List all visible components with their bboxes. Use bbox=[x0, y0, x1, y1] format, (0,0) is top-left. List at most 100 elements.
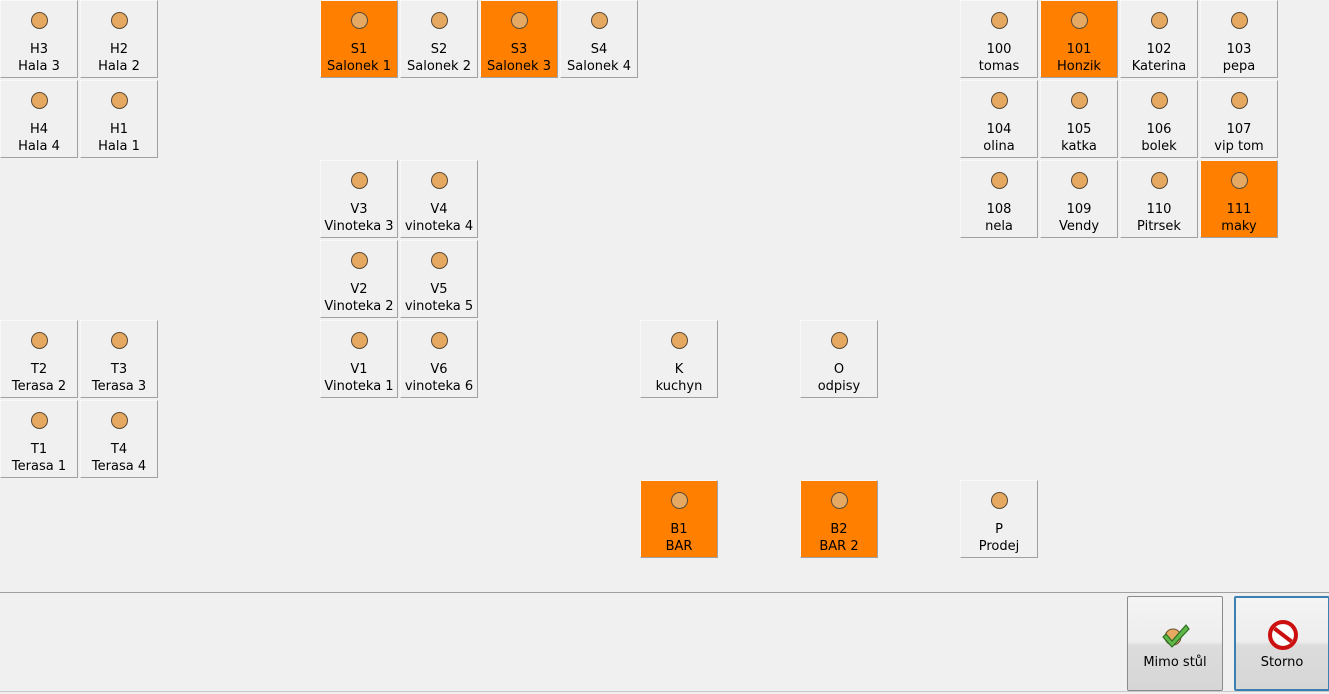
table-name: Salonek 3 bbox=[487, 59, 551, 74]
table-code: H4 bbox=[29, 122, 49, 137]
table-name: nela bbox=[985, 219, 1013, 234]
table-name: vinoteka 6 bbox=[404, 379, 474, 394]
table-name: vinoteka 5 bbox=[404, 299, 474, 314]
table-s3[interactable]: S3 Salonek 3 bbox=[480, 0, 558, 78]
table-code: 103 bbox=[1226, 42, 1252, 57]
table-108[interactable]: 108 nela bbox=[960, 160, 1038, 238]
table-name: olina bbox=[983, 139, 1015, 154]
status-dot-icon bbox=[1151, 92, 1168, 109]
table-code: 109 bbox=[1066, 202, 1092, 217]
table-name: Vinoteka 1 bbox=[324, 379, 394, 394]
table-code: B2 bbox=[830, 522, 848, 537]
table-h1[interactable]: H1 Hala 1 bbox=[80, 80, 158, 158]
table-s4[interactable]: S4 Salonek 4 bbox=[560, 0, 638, 78]
status-dot-icon bbox=[431, 252, 448, 269]
table-code: 111 bbox=[1226, 202, 1252, 217]
status-dot-icon bbox=[431, 332, 448, 349]
status-dot-icon bbox=[1071, 172, 1088, 189]
storno-button[interactable]: Storno bbox=[1234, 596, 1329, 691]
storno-label: Storno bbox=[1260, 655, 1304, 670]
table-code: V4 bbox=[430, 202, 448, 217]
table-t3[interactable]: T3 Terasa 3 bbox=[80, 320, 158, 398]
table-name: vinoteka 4 bbox=[404, 219, 474, 234]
table-code: T4 bbox=[110, 442, 128, 457]
table-b1[interactable]: B1 BAR bbox=[640, 480, 718, 558]
table-102[interactable]: 102 Katerina bbox=[1120, 0, 1198, 78]
table-104[interactable]: 104 olina bbox=[960, 80, 1038, 158]
table-floor-plan: H3 Hala 3 H2 Hala 2 H4 Hala 4 H1 Hala 1 … bbox=[0, 0, 1278, 558]
table-111[interactable]: 111 maky bbox=[1200, 160, 1278, 238]
table-code: V2 bbox=[350, 282, 368, 297]
table-h2[interactable]: H2 Hala 2 bbox=[80, 0, 158, 78]
table-s2[interactable]: S2 Salonek 2 bbox=[400, 0, 478, 78]
table-code: V3 bbox=[350, 202, 368, 217]
status-dot-icon bbox=[351, 252, 368, 269]
table-name: bolek bbox=[1141, 139, 1177, 154]
table-code: T1 bbox=[30, 442, 48, 457]
table-code: 110 bbox=[1146, 202, 1172, 217]
status-dot-icon bbox=[351, 12, 368, 29]
status-dot-icon bbox=[351, 332, 368, 349]
status-dot-icon bbox=[671, 332, 688, 349]
status-dot-icon bbox=[431, 12, 448, 29]
table-code: B1 bbox=[670, 522, 688, 537]
table-107[interactable]: 107 vip tom bbox=[1200, 80, 1278, 158]
table-code: P bbox=[995, 522, 1003, 537]
status-dot-icon bbox=[1151, 12, 1168, 29]
table-code: 104 bbox=[986, 122, 1012, 137]
status-dot-icon bbox=[831, 492, 848, 509]
table-v4[interactable]: V4 vinoteka 4 bbox=[400, 160, 478, 238]
table-t2[interactable]: T2 Terasa 2 bbox=[0, 320, 78, 398]
table-t4[interactable]: T4 Terasa 4 bbox=[80, 400, 158, 478]
table-100[interactable]: 100 tomas bbox=[960, 0, 1038, 78]
table-h3[interactable]: H3 Hala 3 bbox=[0, 0, 78, 78]
status-dot-icon bbox=[991, 92, 1008, 109]
table-v2[interactable]: V2 Vinoteka 2 bbox=[320, 240, 398, 318]
status-dot-icon bbox=[351, 172, 368, 189]
table-code: T2 bbox=[30, 362, 48, 377]
table-101[interactable]: 101 Honzik bbox=[1040, 0, 1118, 78]
table-h4[interactable]: H4 Hala 4 bbox=[0, 80, 78, 158]
table-106[interactable]: 106 bolek bbox=[1120, 80, 1198, 158]
table-name: Vendy bbox=[1058, 219, 1100, 234]
table-code: 106 bbox=[1146, 122, 1172, 137]
status-dot-icon bbox=[31, 92, 48, 109]
mimo-stul-button[interactable]: Mimo stůl bbox=[1127, 596, 1223, 691]
table-o[interactable]: O odpisy bbox=[800, 320, 878, 398]
status-dot-icon bbox=[671, 492, 688, 509]
table-code: S3 bbox=[510, 42, 528, 57]
table-name: Hala 1 bbox=[98, 139, 140, 154]
table-p[interactable]: P Prodej bbox=[960, 480, 1038, 558]
status-dot-icon bbox=[111, 92, 128, 109]
table-name: Terasa 2 bbox=[11, 379, 67, 394]
status-dot-icon bbox=[1151, 172, 1168, 189]
table-b2[interactable]: B2 BAR 2 bbox=[800, 480, 878, 558]
table-109[interactable]: 109 Vendy bbox=[1040, 160, 1118, 238]
table-name: katka bbox=[1061, 139, 1097, 154]
divider bbox=[0, 691, 1329, 692]
table-v6[interactable]: V6 vinoteka 6 bbox=[400, 320, 478, 398]
table-s1[interactable]: S1 Salonek 1 bbox=[320, 0, 398, 78]
status-dot-icon bbox=[111, 12, 128, 29]
status-dot-icon bbox=[1071, 92, 1088, 109]
table-name: maky bbox=[1221, 219, 1257, 234]
checkmark-icon bbox=[1162, 624, 1190, 648]
table-v5[interactable]: V5 vinoteka 5 bbox=[400, 240, 478, 318]
status-dot-icon bbox=[511, 12, 528, 29]
table-v3[interactable]: V3 Vinoteka 3 bbox=[320, 160, 398, 238]
status-dot-icon bbox=[1071, 12, 1088, 29]
table-110[interactable]: 110 Pitrsek bbox=[1120, 160, 1198, 238]
table-code: O bbox=[833, 362, 845, 377]
table-k[interactable]: K kuchyn bbox=[640, 320, 718, 398]
table-v1[interactable]: V1 Vinoteka 1 bbox=[320, 320, 398, 398]
table-code: 101 bbox=[1066, 42, 1092, 57]
no-entry-icon bbox=[1268, 620, 1298, 650]
status-dot-icon bbox=[431, 172, 448, 189]
table-code: 107 bbox=[1226, 122, 1252, 137]
table-t1[interactable]: T1 Terasa 1 bbox=[0, 400, 78, 478]
table-103[interactable]: 103 pepa bbox=[1200, 0, 1278, 78]
table-code: 102 bbox=[1146, 42, 1172, 57]
status-dot-icon bbox=[591, 12, 608, 29]
table-code: H2 bbox=[109, 42, 129, 57]
table-105[interactable]: 105 katka bbox=[1040, 80, 1118, 158]
